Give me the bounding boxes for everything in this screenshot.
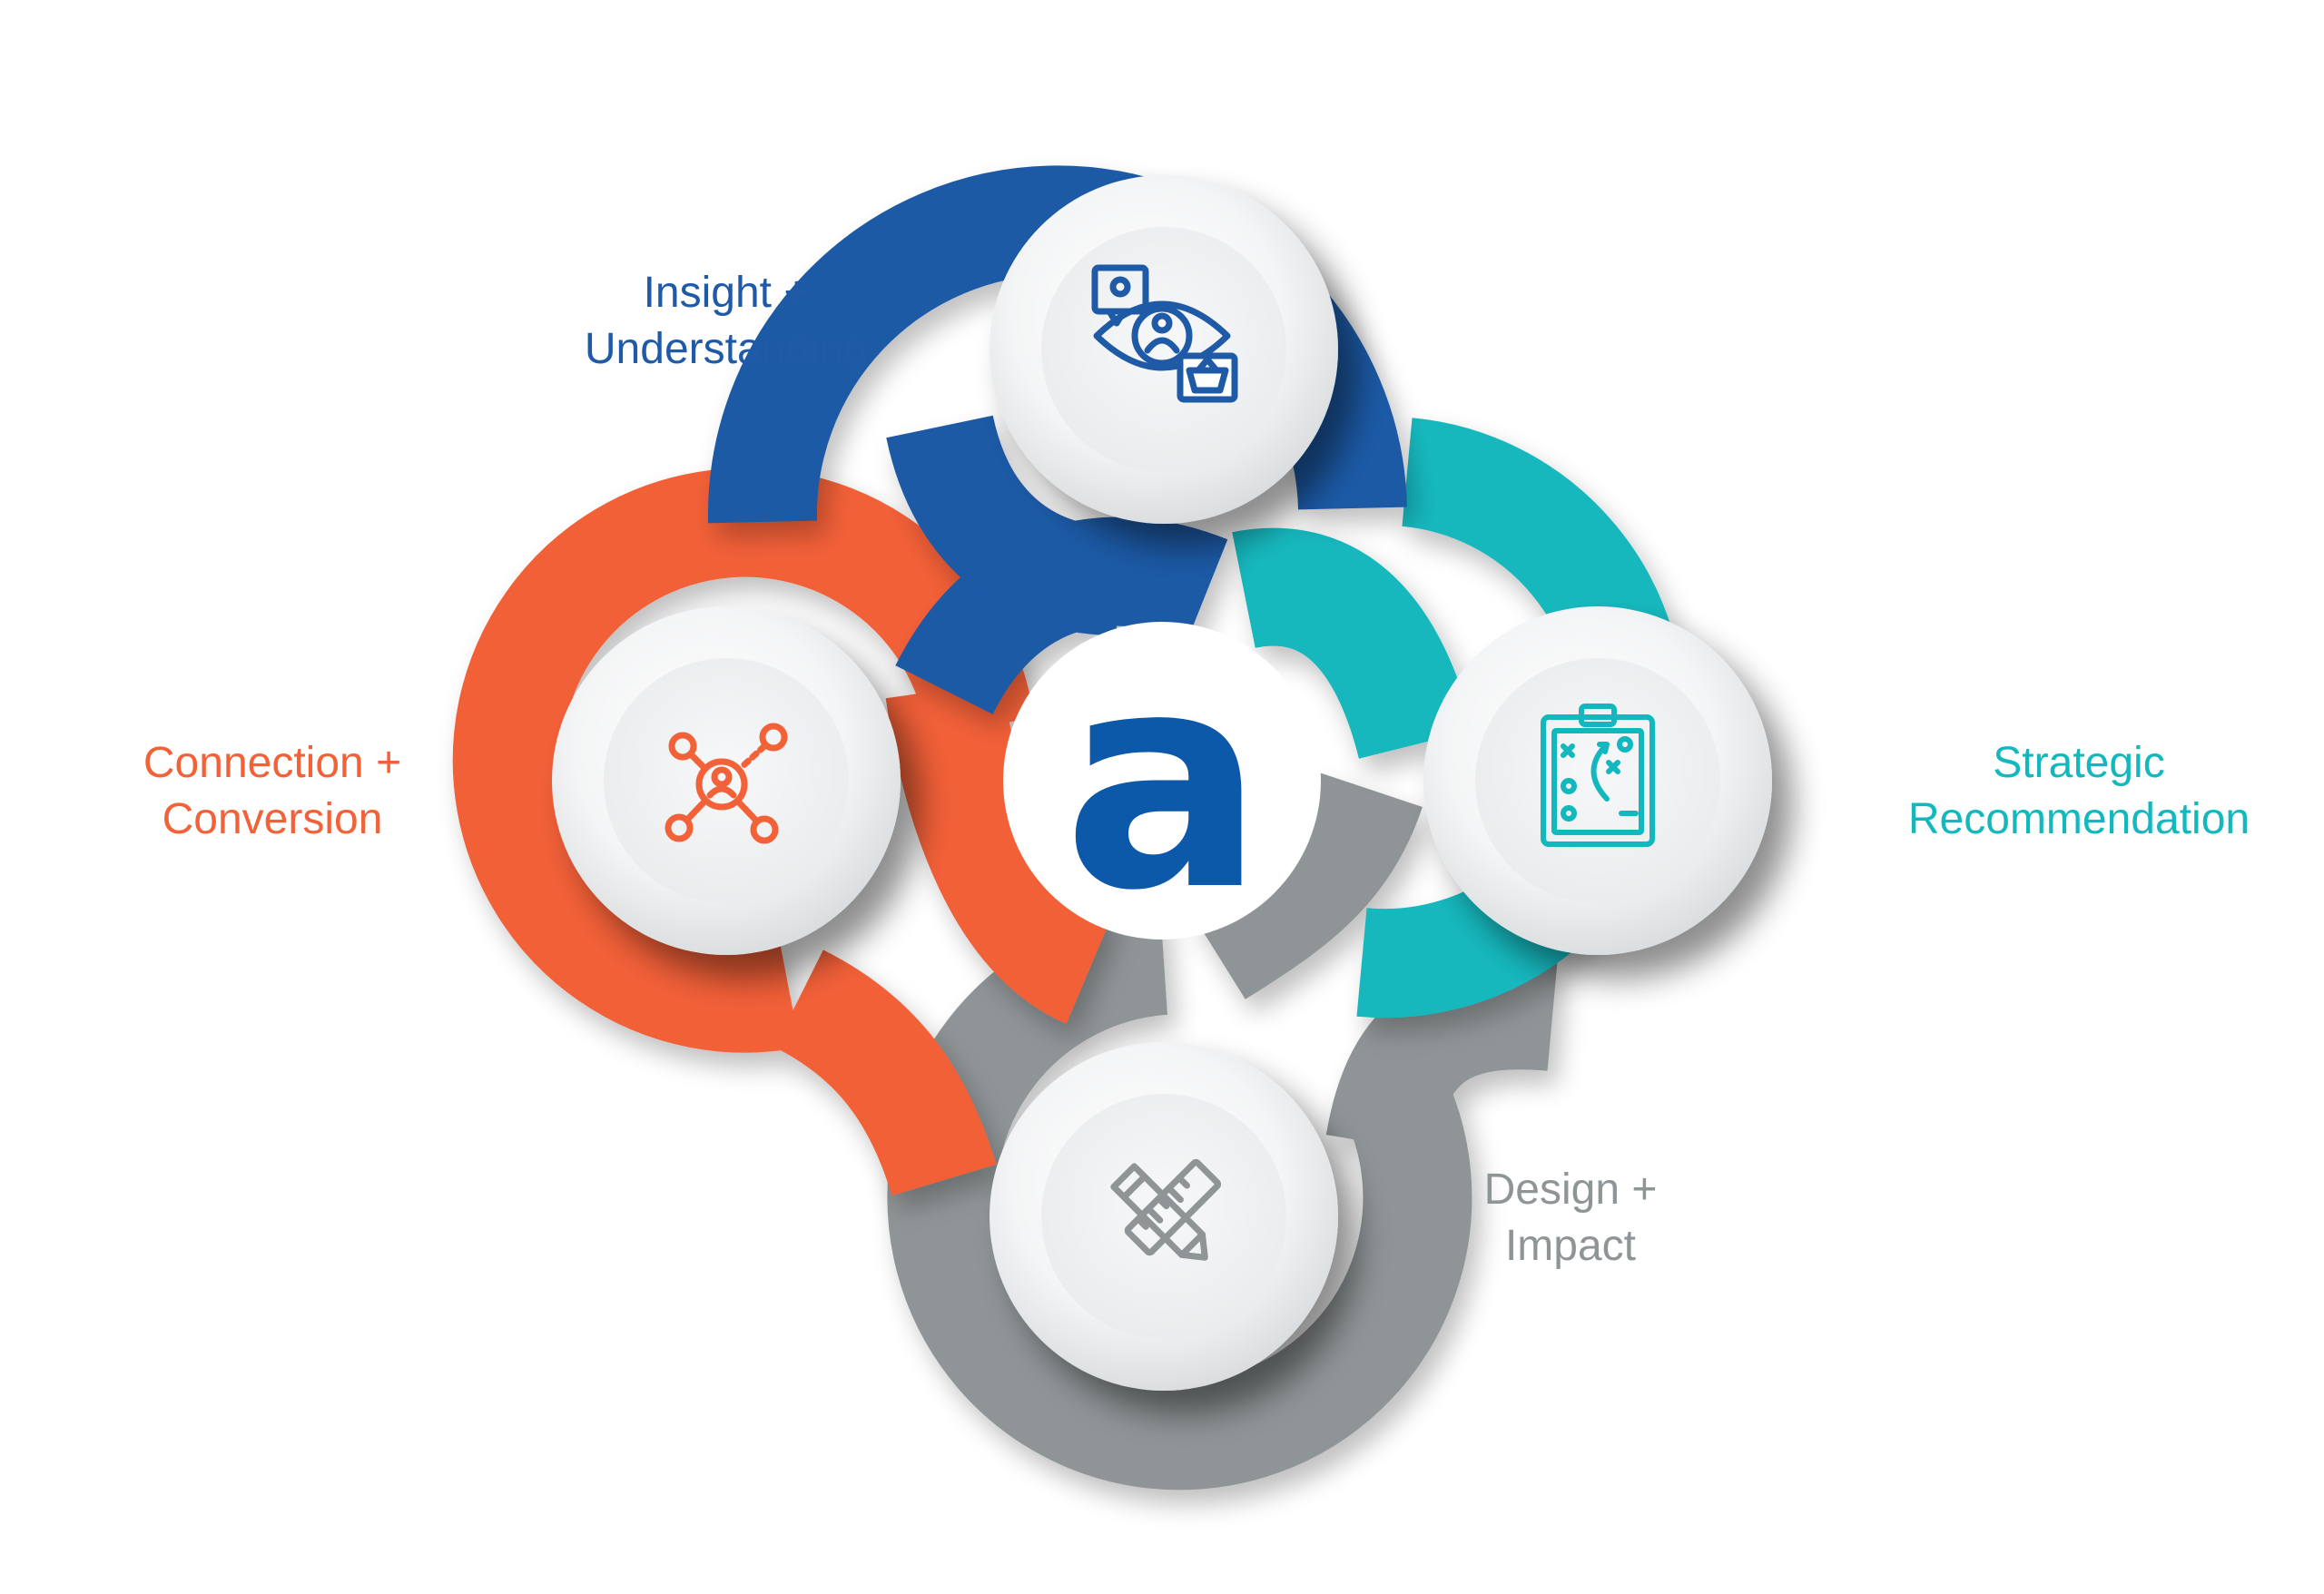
strategy-label-line1: Strategic bbox=[1993, 739, 2165, 787]
eye-insight-icon bbox=[1091, 264, 1238, 403]
insight-label: Insight + Understanding bbox=[545, 265, 908, 378]
strategy-label-line2: Recommendation bbox=[1907, 795, 2250, 843]
design-label-line2: Impact bbox=[1504, 1222, 1637, 1270]
center-brand-letter: a bbox=[1063, 607, 1265, 956]
strategy-label: Strategic Recommendation bbox=[1870, 735, 2288, 848]
network-person-icon bbox=[665, 723, 788, 844]
insight-disc bbox=[990, 175, 1338, 524]
insight-label-line1: Insight + bbox=[643, 269, 810, 317]
pencil-ruler-icon bbox=[1110, 1158, 1222, 1261]
design-label-line1: Design + bbox=[1483, 1166, 1658, 1214]
connect-label-line2: Conversion bbox=[162, 795, 383, 843]
design-disc bbox=[990, 1042, 1338, 1391]
connect-label: Connection + Conversion bbox=[91, 735, 454, 848]
design-ribbon bbox=[887, 771, 1558, 1491]
design-label: Design + Impact bbox=[1416, 1162, 1725, 1274]
connect-label-line1: Connection + bbox=[143, 739, 402, 787]
clipboard-strategy-icon bbox=[1541, 704, 1655, 847]
insight-label-line2: Understanding bbox=[584, 325, 869, 373]
center-disc bbox=[1003, 622, 1321, 940]
connect-ribbon bbox=[452, 467, 1116, 1196]
